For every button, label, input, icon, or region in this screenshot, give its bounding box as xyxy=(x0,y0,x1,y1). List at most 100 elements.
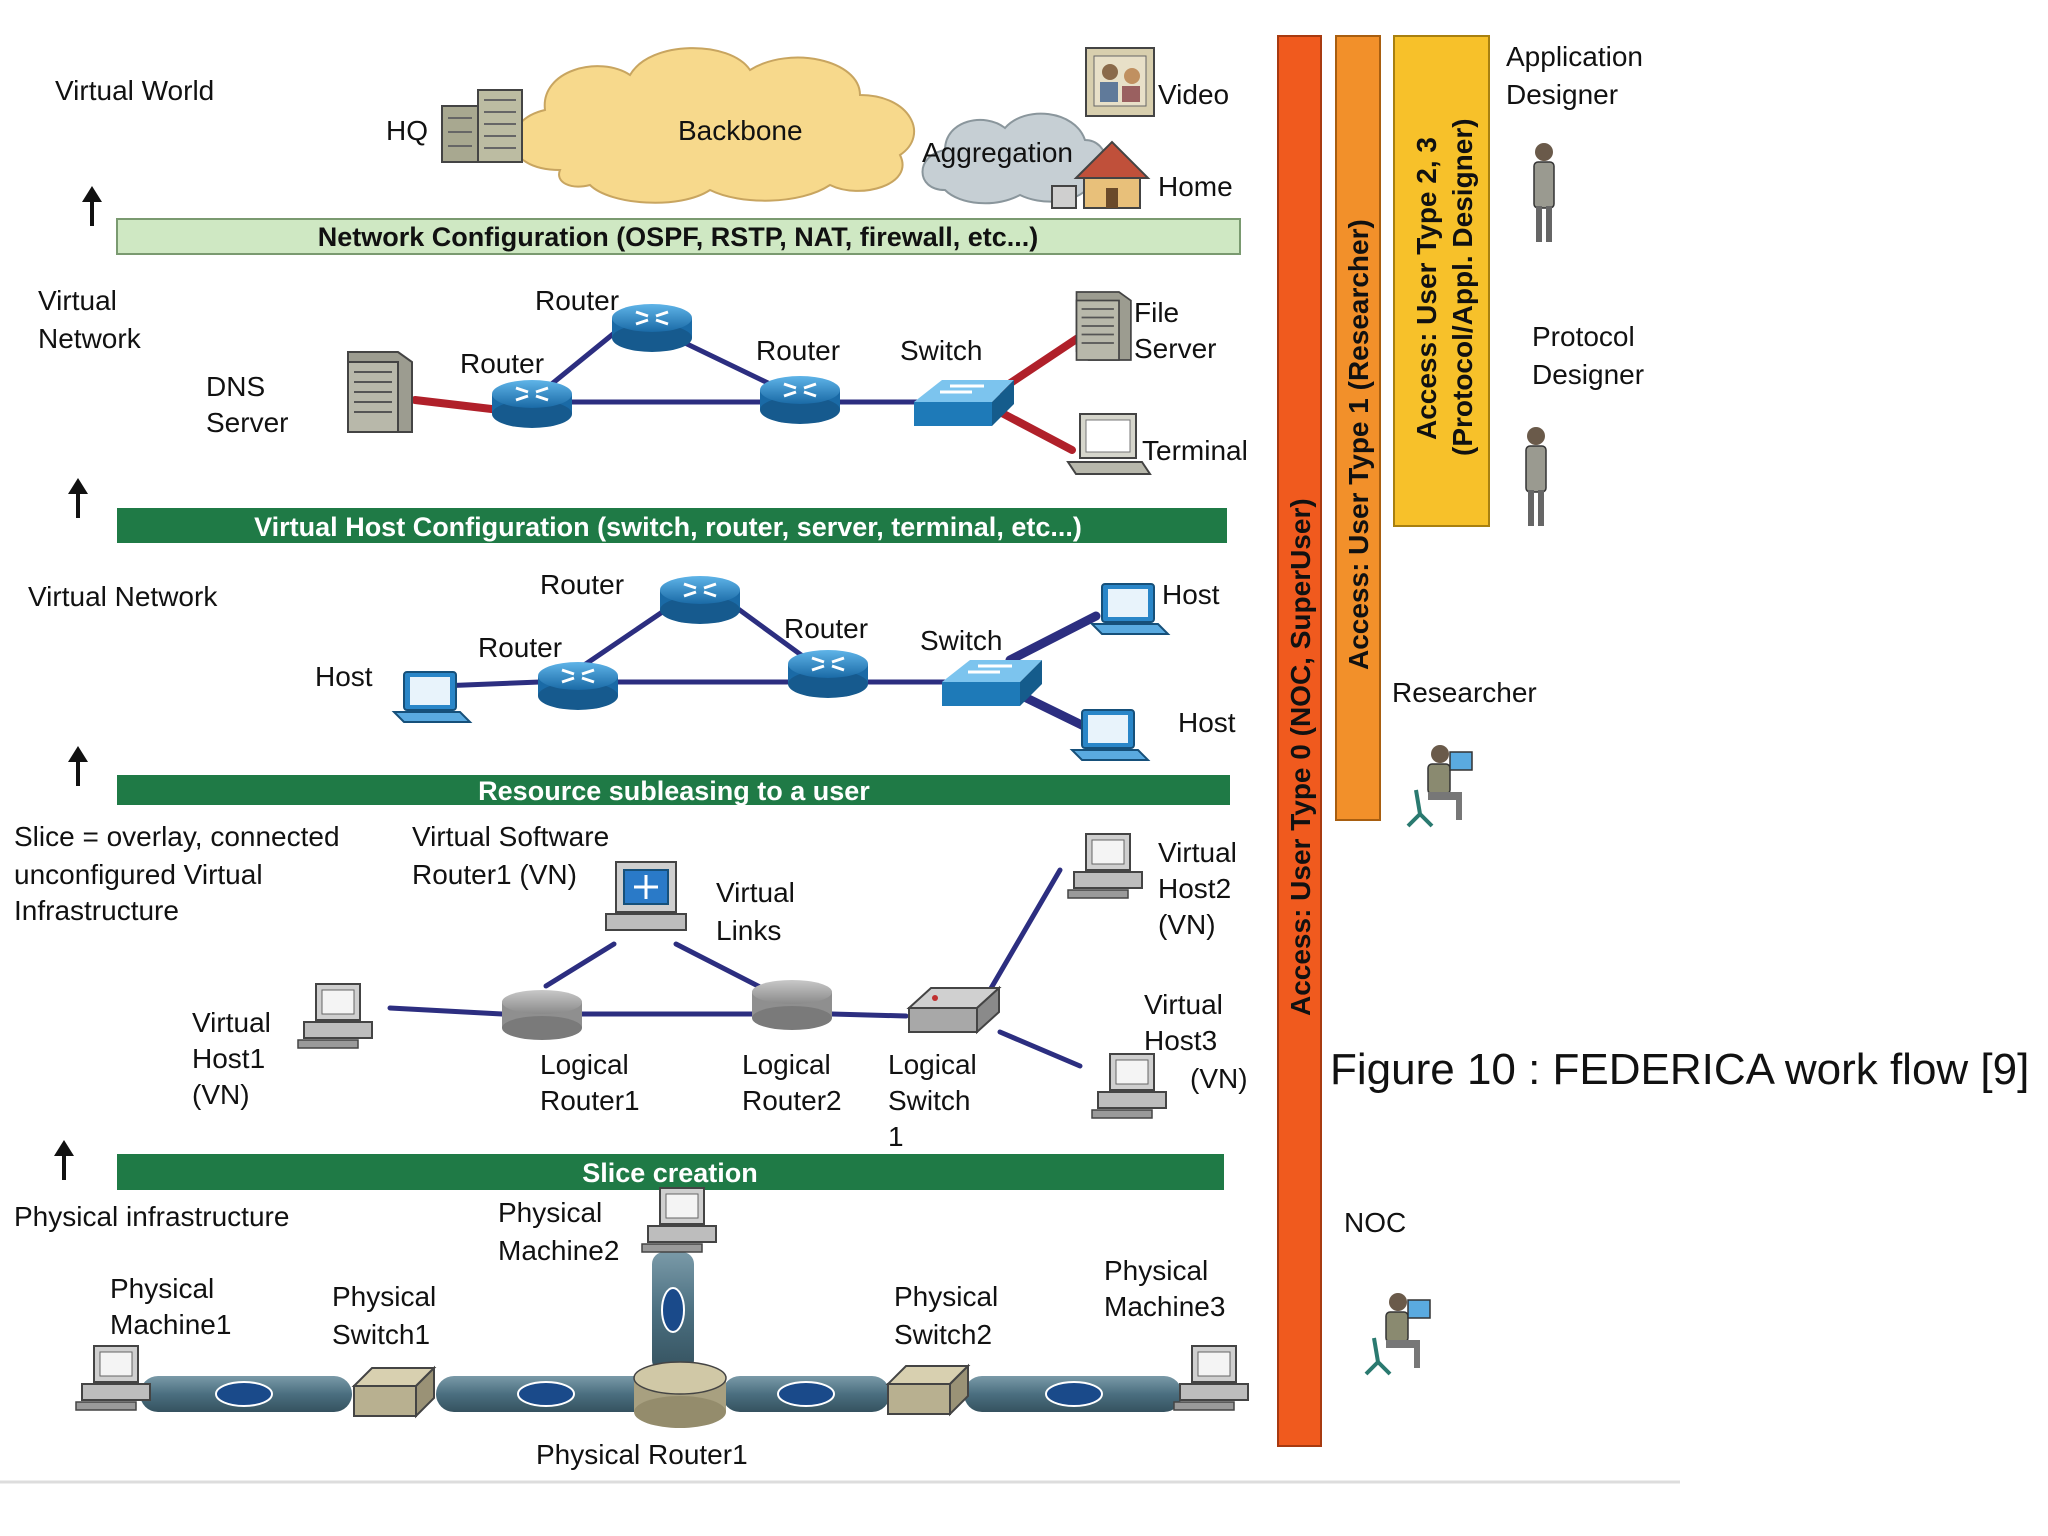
protocol-designer-label-line1: Protocol xyxy=(1532,321,1635,352)
physical-machine-icon xyxy=(1173,1345,1249,1411)
researcher-icon xyxy=(1406,743,1474,828)
physical-switch-icon xyxy=(885,1363,971,1417)
host-icon xyxy=(1091,583,1169,635)
physical-switch1-label-line1: Physical xyxy=(332,1281,436,1312)
virtual-host2-label-line1: Virtual xyxy=(1158,837,1237,868)
video-label: Video xyxy=(1158,79,1229,110)
logical-switch-label-line1: Logical xyxy=(888,1049,977,1080)
terminal-icon xyxy=(1066,413,1152,475)
router-label: Router xyxy=(784,613,868,644)
logical-router-icon xyxy=(752,980,832,1030)
router-label: Router xyxy=(460,348,544,379)
virtual-software-router-label-line1: Virtual Software xyxy=(412,821,609,852)
router-icon xyxy=(758,374,842,426)
figure-caption: Figure 10 : FEDERICA work flow [9] xyxy=(1330,1045,2029,1094)
researcher-label: Researcher xyxy=(1392,677,1537,708)
resource-subleasing-bar xyxy=(117,775,1230,805)
virtual-host1-label-line3: (VN) xyxy=(192,1079,250,1110)
virtual-host-configuration-bar xyxy=(117,508,1227,543)
physical-machine-icon xyxy=(75,1345,151,1411)
file-server-label-line2: Server xyxy=(1134,333,1216,364)
slice-links xyxy=(387,867,1083,1069)
slice-description-line2: unconfigured Virtual xyxy=(14,859,263,890)
virtual-host1-label-line1: Virtual xyxy=(192,1007,271,1038)
hq-label: HQ xyxy=(386,115,428,146)
host-label: Host xyxy=(315,661,373,692)
backbone-label: Backbone xyxy=(678,115,803,146)
slice-creation-bar xyxy=(117,1154,1224,1190)
host-icon xyxy=(1071,709,1149,761)
physical-switch2-label-line1: Physical xyxy=(894,1281,998,1312)
router-label: Router xyxy=(478,632,562,663)
up-arrow-icon xyxy=(68,478,88,518)
physical-switch1-label-line2: Switch1 xyxy=(332,1319,430,1350)
up-arrow-icon xyxy=(54,1140,74,1180)
switch-label: Switch xyxy=(920,625,1002,656)
physical-machine3-label-line2: Machine3 xyxy=(1104,1291,1225,1322)
physical-machine1-label-line2: Machine1 xyxy=(110,1309,231,1340)
dns-server-icon xyxy=(347,351,413,433)
access-type0-label: Access: User Type 0 (NOC, SuperUser) xyxy=(1285,498,1316,1016)
router-icon xyxy=(536,660,620,712)
virtual-host-icon xyxy=(1067,833,1143,899)
physical-switch2-label-line2: Switch2 xyxy=(894,1319,992,1350)
router-label: Router xyxy=(535,285,619,316)
dns-server-label-line1: DNS xyxy=(206,371,265,402)
application-designer-label-line1: Application xyxy=(1506,41,1643,72)
up-arrow-icon xyxy=(82,186,102,226)
slice-creation-label: Slice creation xyxy=(582,1158,758,1188)
virtual-network-label-line1: Virtual xyxy=(38,285,117,316)
virtual-network-links xyxy=(411,318,1106,454)
router-label: Router xyxy=(540,569,624,600)
dns-server-label-line2: Server xyxy=(206,407,288,438)
router-icon xyxy=(786,648,870,700)
router-icon xyxy=(610,302,694,354)
backbone-cloud xyxy=(511,47,916,204)
virtual-software-router-icon xyxy=(605,861,687,931)
link-direction-icons xyxy=(215,1287,1103,1407)
virtual-network-label-line2: Network xyxy=(38,323,142,354)
slice-description-line1: Slice = overlay, connected xyxy=(14,821,340,852)
physical-machine-icon xyxy=(641,1187,717,1253)
virtual-links-label-line2: Links xyxy=(716,915,781,946)
terminal-label: Terminal xyxy=(1142,435,1248,466)
access-type23-label-line1: Access: User Type 2, 3 xyxy=(1411,137,1442,440)
noc-label: NOC xyxy=(1344,1207,1406,1238)
aggregation-label: Aggregation xyxy=(922,137,1073,168)
virtual-host2-label-line3: (VN) xyxy=(1158,909,1216,940)
slice-description-line3: Infrastructure xyxy=(14,895,179,926)
access-type1-bar xyxy=(1335,35,1381,821)
up-arrow-icon xyxy=(68,746,88,786)
access-type23-label-line2: (Protocol/Appl. Designer) xyxy=(1447,118,1478,456)
physical-machine1-label-line1: Physical xyxy=(110,1273,214,1304)
hq-building-icon xyxy=(441,89,523,163)
access-type1-label: Access: User Type 1 (Researcher) xyxy=(1343,219,1374,670)
home-label: Home xyxy=(1158,171,1233,202)
host-label: Host xyxy=(1178,707,1236,738)
switch-label: Switch xyxy=(900,335,982,366)
physical-router-icon xyxy=(633,1361,727,1428)
logical-router2-label-line2: Router2 xyxy=(742,1085,842,1116)
virtual-world-label: Virtual World xyxy=(55,75,214,106)
logical-switch-label-line2: Switch xyxy=(888,1085,970,1116)
router-icon xyxy=(490,378,574,430)
noc-icon xyxy=(1364,1291,1432,1376)
router-label: Router xyxy=(756,335,840,366)
logical-router1-label-line2: Router1 xyxy=(540,1085,640,1116)
file-server-label-line1: File xyxy=(1134,297,1179,328)
virtual-host2-label-line2: Host2 xyxy=(1158,873,1231,904)
network-configuration-label: Network Configuration (OSPF, RSTP, NAT, … xyxy=(318,222,1039,252)
logical-switch-icon xyxy=(906,985,1002,1035)
virtual-software-router-label-line2: Router1 (VN) xyxy=(412,859,577,890)
virtual-host1-label-line2: Host1 xyxy=(192,1043,265,1074)
physical-machine3-label-line1: Physical xyxy=(1104,1255,1208,1286)
virtual-network-label: Virtual Network xyxy=(28,581,218,612)
physical-switch-icon xyxy=(351,1365,437,1419)
resource-subleasing-label: Resource subleasing to a user xyxy=(478,776,870,806)
aggregation-cloud xyxy=(921,112,1108,205)
logical-router-icon xyxy=(502,990,582,1040)
protocol-designer-label-line2: Designer xyxy=(1532,359,1644,390)
access-type0-bar xyxy=(1277,35,1322,1447)
protocol-designer-icon xyxy=(1525,426,1547,527)
